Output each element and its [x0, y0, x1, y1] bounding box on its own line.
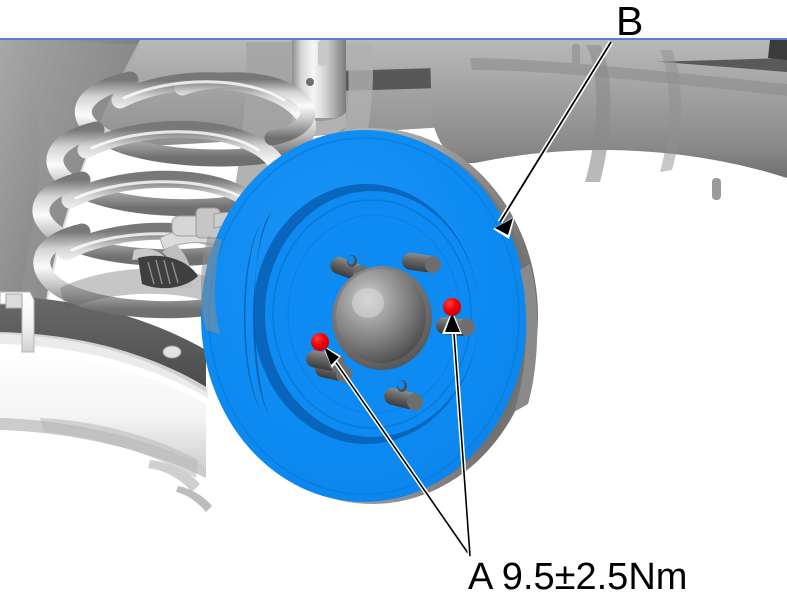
wheel-arch-liner [0, 296, 206, 392]
dust-shield-hatch [147, 259, 179, 285]
arch-support-bracket [0, 291, 35, 353]
bracket-plate [5, 293, 23, 309]
wheel-stud [384, 387, 423, 411]
strut-rod [318, 40, 328, 66]
axle-bracket-dark [768, 40, 787, 60]
disc-backplate-right [514, 264, 538, 412]
retaining-screw-marker-right [443, 298, 461, 316]
callout-b-leader [499, 41, 612, 223]
axle-beam-highlight [470, 58, 787, 96]
disc-screw-hole-upper-inner [347, 255, 355, 265]
image-top-rule [0, 38, 787, 40]
wheel-hub-cap [336, 269, 426, 363]
callout-a-arrowhead-right [445, 313, 460, 332]
callout-label-b: B [616, 0, 644, 44]
wheel-stud [402, 252, 441, 274]
trailing-arm-shadow [40, 418, 198, 478]
disc-screw-hole-lower-inner [397, 380, 405, 390]
disc-hat-groove [272, 199, 472, 429]
trailing-arm [0, 352, 206, 470]
callout-a-leader-left [329, 353, 471, 557]
strut-bolt-hole [306, 78, 314, 86]
disc-edge-backplate [200, 236, 222, 334]
retaining-screw-marker-left [311, 333, 329, 351]
axle-beam-stud-b [712, 178, 721, 200]
wheel-arch-lip [0, 332, 208, 398]
rendered-3d-scene [0, 40, 787, 558]
callout-a-arrowhead-left [324, 347, 339, 365]
callout-label-a-torque: A 9.5±2.5Nm [468, 556, 688, 598]
trailing-arm-tab [148, 460, 200, 492]
hub-cap-specular [352, 288, 384, 318]
disc-hat-groove-inner [287, 214, 461, 414]
disc-inner-wall-shadow [253, 212, 272, 420]
wheel-arch-sheen [12, 42, 140, 300]
callout-a-leader-right [452, 319, 471, 557]
trailing-arm-underside [0, 418, 206, 478]
wheel-arch-outer [0, 40, 140, 300]
axle-beam-weld-right [660, 50, 681, 172]
callout-b-arrowhead [495, 218, 513, 235]
trailing-arm-tab2 [176, 486, 212, 512]
trailing-arm-boss [162, 345, 182, 359]
axle-beam-weld-left [585, 45, 611, 182]
axle-beam-stud-a [572, 44, 580, 66]
